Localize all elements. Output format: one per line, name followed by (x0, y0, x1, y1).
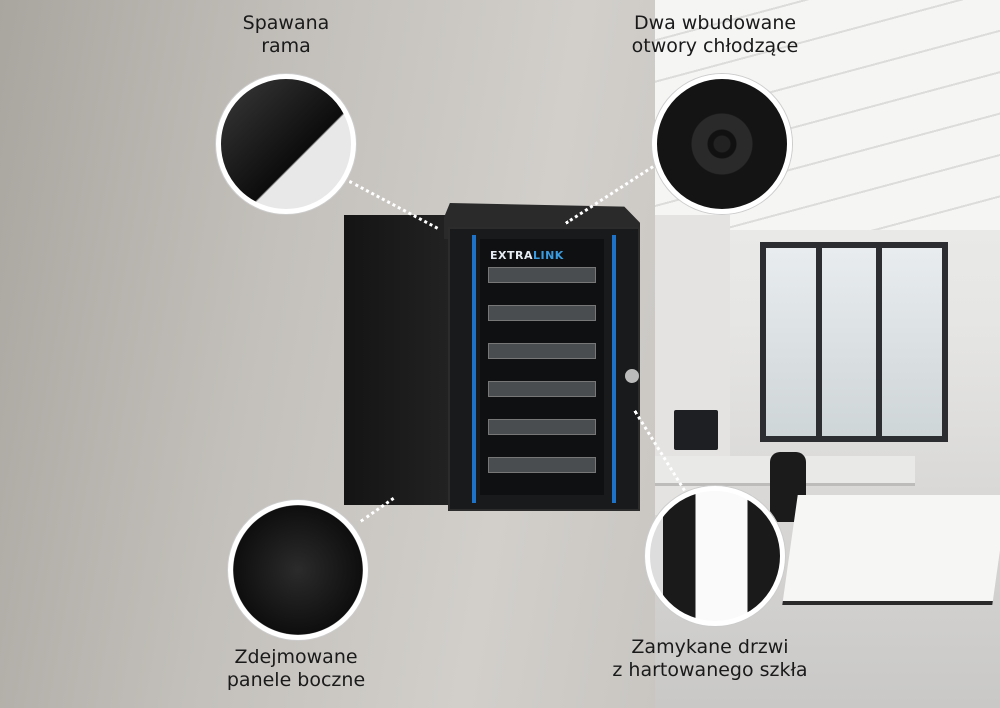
side-panel-icon (228, 500, 368, 640)
patch-panel (488, 381, 596, 397)
blue-trim (472, 235, 476, 503)
lock-icon (625, 369, 639, 383)
monitor (674, 410, 718, 450)
patch-panel (488, 267, 596, 283)
glass-door-icon (645, 486, 785, 626)
patch-panel (488, 457, 596, 473)
table (782, 495, 1000, 605)
rack-cabinet: EXTRALINK (344, 203, 640, 515)
cabinet-side-panel (344, 215, 450, 505)
patch-panel (488, 305, 596, 321)
rack-interior: EXTRALINK (480, 239, 604, 495)
cabinet-glass-door: EXTRALINK (448, 227, 640, 511)
blue-trim (612, 235, 616, 503)
cooling-fan-icon (652, 74, 792, 214)
switch (488, 419, 596, 435)
welded-frame-icon (216, 74, 356, 214)
extralink-logo: EXTRALINK (490, 249, 564, 262)
window (760, 242, 948, 442)
switch (488, 343, 596, 359)
